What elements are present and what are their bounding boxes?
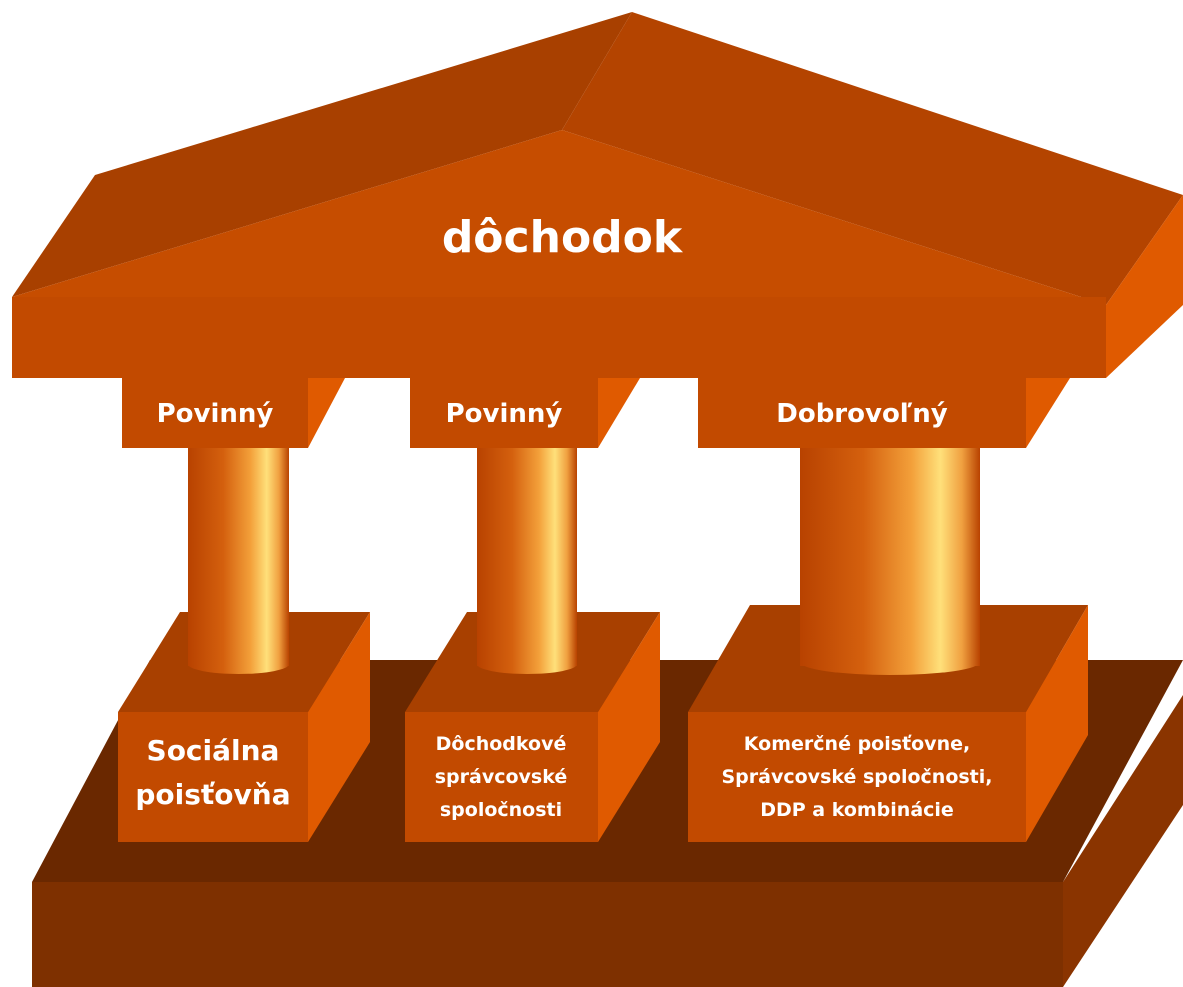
pillar-3: Dobrovoľný Komerčné poisťovne, Správcovs…: [688, 378, 1088, 842]
pillar-3-base-line-1: Komerčné poisťovne,: [744, 733, 970, 755]
pillar-1-base-line-2: poisťovňa: [135, 778, 290, 811]
pillar-2-base-line-3: spoločnosti: [440, 799, 562, 821]
pillar-2-column-bottom: [477, 654, 577, 674]
roof-left-slope: [12, 12, 632, 297]
pillar-2-base-line-2: správcovské: [435, 766, 568, 788]
pillar-3-cap: [698, 378, 1026, 448]
pillar-2-base: [405, 712, 598, 842]
pillar-3-column: [800, 448, 980, 666]
pillar-2-cap: [410, 378, 598, 448]
pillar-2-base-side: [598, 612, 660, 842]
pillar-3-base-line-2: Správcovské spoločnosti,: [722, 766, 993, 788]
pillar-3-base-side: [1026, 605, 1088, 842]
pillar-3-cap-label: Dobrovoľný: [776, 399, 948, 429]
pillar-2-column: [477, 448, 577, 666]
platform-side: [1063, 695, 1183, 987]
pillar-2: Povinný Dôchodkové správcovské spoločnos…: [405, 378, 660, 842]
pillar-1-cap-label: Povinný: [157, 399, 274, 429]
pillar-1-base-line-1: Sociálna: [147, 734, 280, 767]
pillar-3-cap-side: [1026, 378, 1070, 448]
roof: dôchodok: [12, 12, 1183, 378]
pillar-3-column-bottom: [800, 649, 980, 675]
platform-front: [32, 882, 1063, 987]
pillar-1-column: [188, 448, 289, 666]
roof-right-slope: [562, 12, 1183, 305]
pillar-1-base-side: [308, 612, 370, 842]
pillar-1: Povinný Sociálna poisťovňa: [118, 378, 370, 842]
roof-pediment: [12, 130, 1106, 305]
pillar-1-column-bottom: [188, 654, 289, 674]
pillar-2-base-line-1: Dôchodkové: [436, 733, 567, 755]
roof-beam: [12, 297, 1106, 378]
pillar-3-base-line-3: DDP a kombinácie: [760, 799, 954, 821]
roof-title: dôchodok: [442, 212, 684, 263]
pillar-2-cap-label: Povinný: [446, 399, 563, 429]
pillar-1-cap-side: [308, 378, 345, 448]
pillar-3-base: [688, 712, 1026, 842]
pillar-2-cap-side: [598, 378, 640, 448]
roof-beam-side: [1106, 195, 1183, 378]
pillar-1-base: [118, 712, 308, 842]
pillar-1-cap: [122, 378, 308, 448]
